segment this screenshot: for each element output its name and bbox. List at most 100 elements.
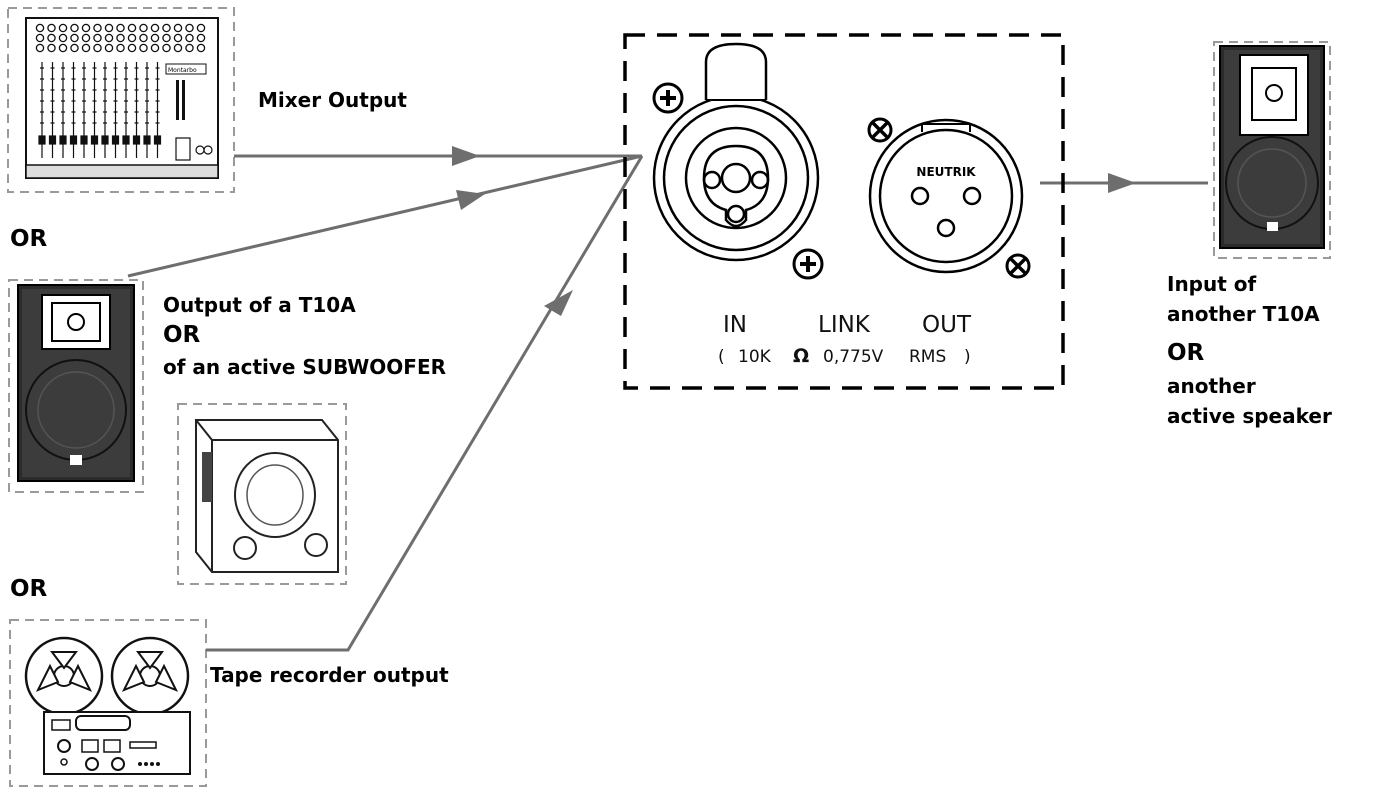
active-subwoofer-label: of an active SUBWOOFER: [163, 355, 447, 379]
input-t10a-line1: Input of: [1167, 272, 1257, 296]
panel-spec-ohm: Ω: [793, 345, 810, 367]
mixer-knob-icon: [35, 43, 45, 53]
tape-recorder-device: [9, 619, 207, 787]
mixer-knob-icon: [70, 43, 79, 53]
tape-arrow: [544, 290, 573, 316]
mixer-knob-icon: [127, 43, 137, 53]
mixer-knob-icon: [35, 33, 45, 43]
mixer-fader-cap: [90, 135, 99, 145]
mixer-knob-icon: [58, 43, 68, 53]
t10a-speaker-left: [8, 279, 144, 493]
mixer-knob-icon: [58, 33, 68, 43]
panel-in-label: IN: [723, 312, 747, 338]
mixer-knob-icon: [47, 23, 56, 33]
mixer-knob-icon: [139, 33, 148, 43]
mixer-device: Montarbo: [7, 7, 235, 193]
mixer-knob-icon: [196, 33, 206, 43]
or-label-1: OR: [10, 226, 48, 252]
mixer-fader-cap: [38, 135, 46, 145]
mixer-knob-icon: [81, 23, 91, 33]
mixer-knob-icon: [47, 33, 56, 43]
combo-input-connector: [652, 42, 820, 262]
mixer-knob-icon: [185, 33, 194, 43]
mixer-fader-cap: [132, 135, 141, 145]
mixer-knob-icon: [93, 43, 102, 53]
mixer-fader-cap: [143, 135, 151, 145]
panel-spec-rms: RMS: [909, 347, 947, 367]
mixer-fader-cap: [122, 135, 130, 145]
mixer-knob-icon: [47, 43, 56, 53]
panel-spec-impedance: 10K: [738, 347, 771, 367]
panel-link-label: LINK: [818, 312, 870, 338]
mixer-knob-icon: [104, 43, 114, 53]
mixer-knob-icon: [104, 23, 114, 33]
another-line2: active speaker: [1167, 404, 1332, 428]
mixer-knob-icon: [196, 23, 206, 33]
t10a-speaker-right: [1213, 41, 1331, 259]
mixer-fader-cap: [111, 135, 120, 145]
mixer-fader-cap: [153, 135, 162, 145]
mixer-knob-icon: [58, 23, 68, 33]
screw-cross-top-icon: [867, 117, 893, 143]
mixer-knob-icon: [127, 33, 137, 43]
mixer-knob-icon: [162, 23, 171, 33]
mixer-brand-text: Montarbo: [168, 67, 197, 74]
screw-phillips-bottom-icon: [792, 248, 824, 280]
signal-arrows: [452, 146, 1136, 316]
mixer-knob-icon: [150, 43, 160, 53]
mixer-knob-icon: [173, 33, 183, 43]
panel-spec-level: 0,775V: [823, 347, 884, 367]
mixer-knob-icon: [116, 33, 125, 43]
mixer-knob-icon: [185, 43, 194, 53]
panel-spec-open: (: [718, 347, 725, 367]
input-another-t10a-label: Input of another T10A: [1167, 271, 1320, 327]
mixer-knob-icon: [139, 23, 148, 33]
mixer-knob-icon: [104, 33, 114, 43]
mixer-knob-icon: [81, 43, 91, 53]
or-label-4: OR: [1167, 340, 1205, 366]
mixer-knob-icon: [70, 23, 79, 33]
mixer-knob-icon: [196, 43, 206, 53]
mixer-fader-cap: [48, 135, 57, 145]
panel-out-label: OUT: [922, 312, 971, 338]
another-active-speaker-label: another active speaker: [1167, 373, 1332, 429]
mixer-fader-cap: [80, 135, 88, 145]
mixer-knob-icon: [127, 23, 137, 33]
tape-output-label: Tape recorder output: [210, 663, 449, 687]
panel-spec-close: ): [964, 347, 971, 367]
mixer-knob-icon: [70, 33, 79, 43]
t10a-arrow: [456, 190, 485, 210]
mixer-knob-icon: [162, 43, 171, 53]
mixer-knob-icon: [93, 33, 102, 43]
input-t10a-line2: another T10A: [1167, 302, 1320, 326]
neutrik-brand-text: NEUTRIK: [916, 165, 976, 179]
screw-phillips-top-icon: [652, 82, 684, 114]
mixer-fader-cap: [101, 135, 109, 145]
mixer-fader-cap: [59, 135, 67, 145]
or-label-3: OR: [10, 576, 48, 602]
mixer-knob-icon: [150, 33, 160, 43]
or-label-2: OR: [163, 322, 201, 348]
xlr-link-connector: NEUTRIK: [868, 118, 1024, 274]
mixer-knob-icon: [173, 43, 183, 53]
connector-panel: NEUTRIK: [623, 33, 1065, 390]
mixer-arrow: [452, 146, 480, 166]
output-t10a-label: Output of a T10A: [163, 293, 356, 317]
tape-signal-line: [206, 155, 644, 652]
mixer-knob-icon: [35, 23, 45, 33]
mixer-knob-icon: [162, 33, 171, 43]
t10a-signal-line: [127, 154, 643, 278]
mixer-knob-icon: [150, 23, 160, 33]
screw-cross-bottom-icon: [1005, 253, 1031, 279]
mixer-knob-icon: [116, 23, 125, 33]
mixer-knob-icon: [139, 43, 148, 53]
mixer-knob-icon: [116, 43, 125, 53]
mixer-knob-icon: [185, 23, 194, 33]
another-line1: another: [1167, 374, 1256, 398]
output-arrow: [1108, 173, 1136, 193]
subwoofer-device: [177, 403, 347, 585]
mixer-knob-icon: [81, 33, 91, 43]
mixer-output-label: Mixer Output: [258, 88, 407, 112]
mixer-knob-icon: [93, 23, 102, 33]
